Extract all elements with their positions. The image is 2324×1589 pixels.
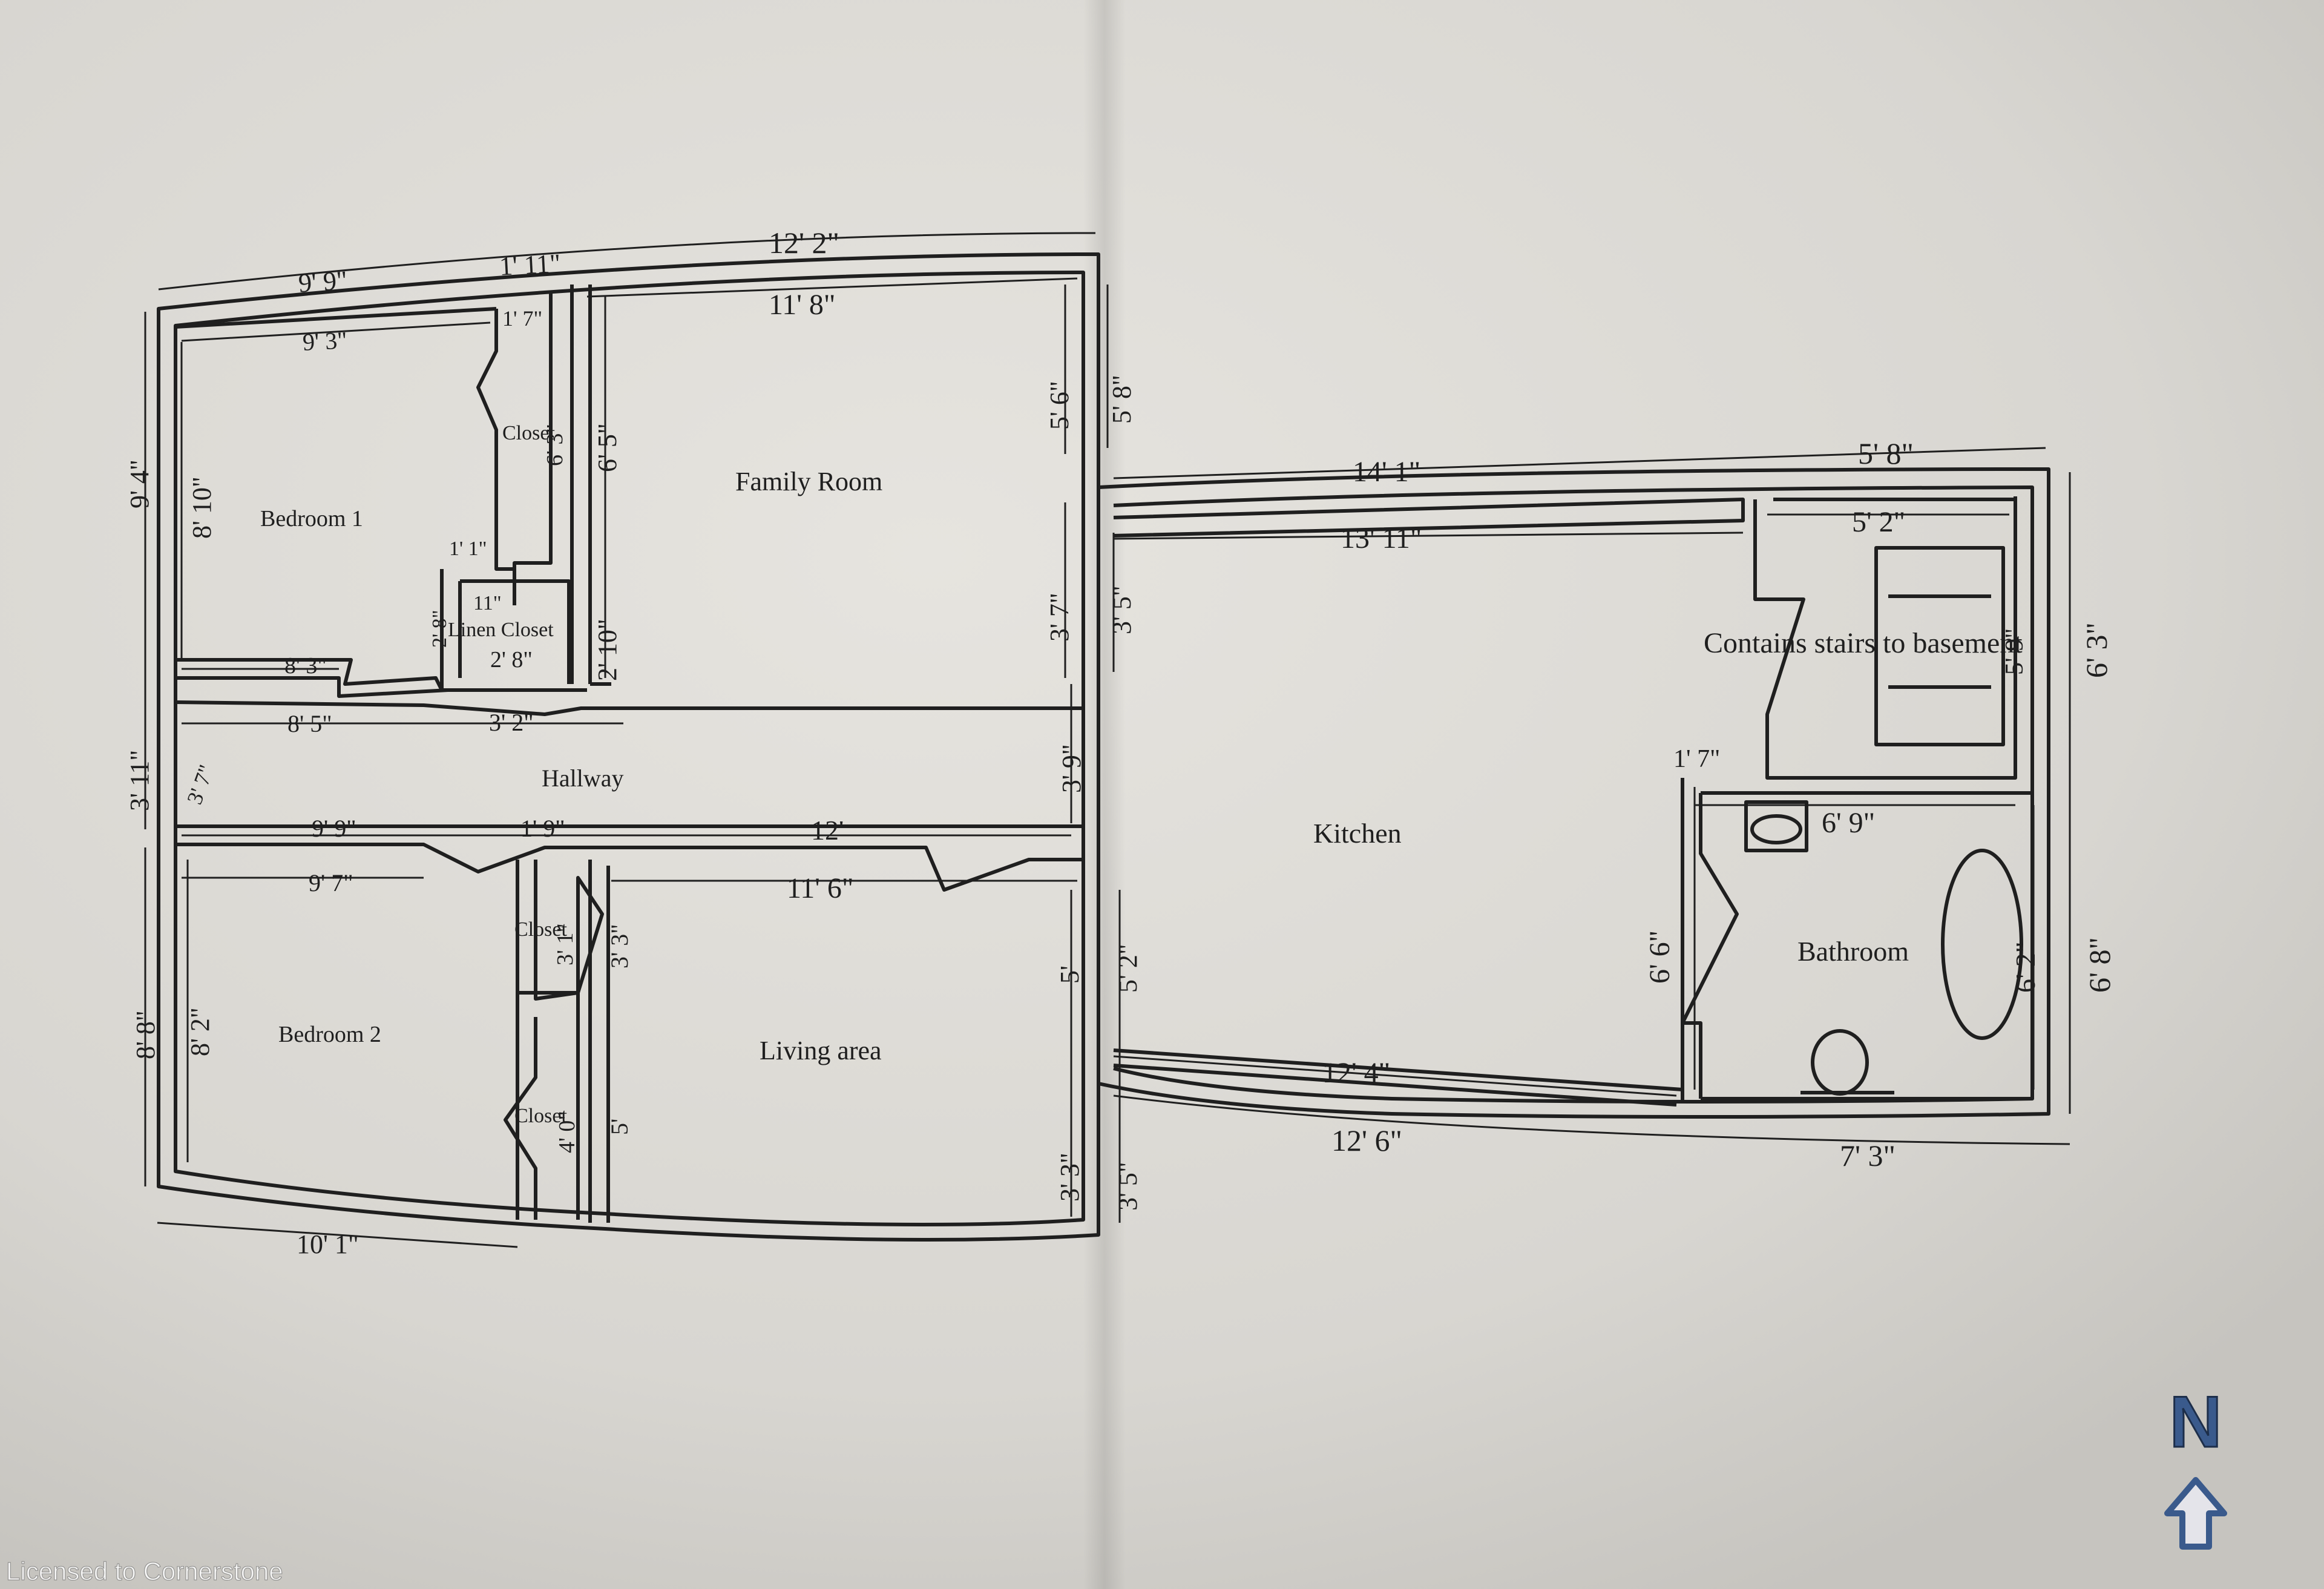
bath-sink — [1750, 814, 1802, 844]
wall-bedroom1-bottom — [176, 658, 587, 698]
wall-bedroom2-closets — [504, 860, 610, 1223]
wall-left-exterior — [157, 309, 177, 1186]
wall-kitchen-top-inner — [1113, 498, 1745, 538]
wall-hallway-top — [175, 700, 1083, 716]
wall-left-block-outer — [157, 252, 1100, 1242]
wall-bathroom — [1681, 778, 2032, 1102]
watermark: Licensed to Cornerstone — [6, 1557, 283, 1585]
stair-tread — [1888, 594, 1991, 689]
wall-connector — [1082, 454, 1100, 1114]
wall-bedroom1-top — [175, 307, 497, 329]
wall-stairs — [1753, 496, 2017, 780]
wall-stair-box — [1874, 546, 2005, 746]
north-label: N — [2170, 1381, 2222, 1462]
wall-left-block-inner — [174, 271, 1085, 1226]
wall-linen-closet — [440, 569, 571, 692]
wall-bedroom1-closet — [476, 291, 553, 605]
north-arrow-icon — [2164, 1477, 2227, 1550]
wall-family-left — [570, 285, 611, 686]
wall-hallway-bottom — [176, 824, 1083, 892]
dimension-lines — [144, 232, 2071, 1248]
bath-sink-counter — [1744, 800, 1808, 852]
wall-kitchen-bottom-inner — [1113, 1048, 1683, 1107]
wall-kitchen-outer — [1098, 467, 2050, 1119]
wall-kitchen-inner — [1113, 485, 2034, 1104]
paper-fold — [1083, 0, 1126, 1589]
compass: N — [2164, 1381, 2227, 1550]
walls — [157, 252, 2050, 1242]
bathtub — [1941, 849, 2023, 1040]
